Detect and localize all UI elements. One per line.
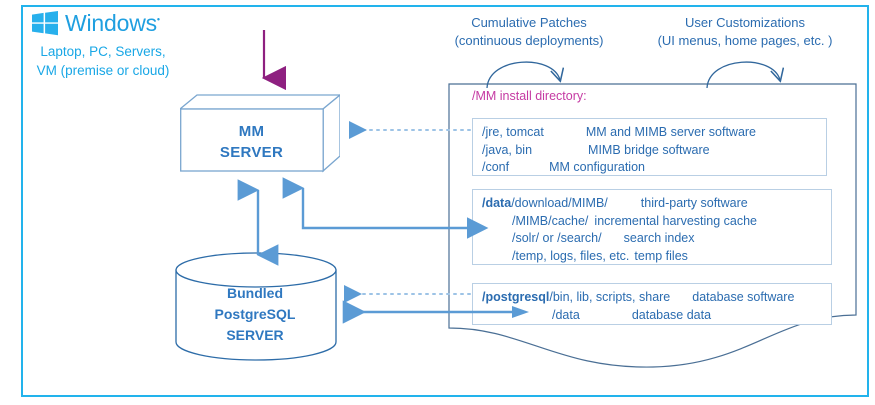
dir-desc: third-party software bbox=[640, 196, 748, 210]
annotation-user-customizations: User Customizations (UI menus, home page… bbox=[650, 14, 840, 50]
dir-desc: temp files bbox=[634, 248, 688, 263]
dir-row: /MIMB/cache/incremental harvesting cache bbox=[482, 213, 831, 231]
windows-wordmark: Windows• bbox=[65, 10, 160, 37]
annotation-line2: (UI menus, home pages, etc. ) bbox=[657, 33, 833, 48]
dir-desc: MM and MIMB server software bbox=[585, 125, 757, 139]
annotation-line1: Cumulative Patches bbox=[471, 15, 587, 30]
dir-path: /jre, tomcat bbox=[482, 125, 544, 139]
dir-row: /temp, logs, files, etc. temp files bbox=[482, 248, 831, 266]
database-label-line2: PostgreSQL bbox=[214, 306, 296, 322]
dir-path: /solr/ or /search/ bbox=[512, 231, 602, 245]
dir-path: /conf bbox=[482, 160, 510, 174]
mm-server-node: MM SERVER bbox=[178, 93, 342, 183]
outer-frame bbox=[21, 5, 869, 397]
dir-prefix: /postgresql bbox=[482, 290, 550, 304]
dir-row: /jre, tomcat MM and MIMB server software bbox=[482, 124, 826, 142]
database-label-line3: SERVER bbox=[226, 327, 284, 343]
dir-row: /conf MM configuration bbox=[482, 159, 826, 177]
dir-desc: MM configuration bbox=[549, 160, 645, 174]
dir-desc: database software bbox=[692, 290, 795, 304]
panel-title: /MM install directory: bbox=[472, 89, 587, 103]
dir-path: /download/MIMB/ bbox=[511, 196, 608, 210]
data-block: /data/download/MIMB/third-party software… bbox=[472, 189, 832, 265]
annotation-line2: (continuous deployments) bbox=[454, 33, 604, 48]
platform-subtitle-line2: VM (premise or cloud) bbox=[36, 63, 170, 78]
mm-server-label-line1: MM bbox=[238, 123, 265, 140]
database-node: Bundled PostgreSQL SERVER bbox=[175, 252, 337, 361]
dir-desc: incremental harvesting cache bbox=[594, 213, 758, 228]
annotation-cumulative-patches: Cumulative Patches (continuous deploymen… bbox=[434, 14, 624, 50]
annotation-line1: User Customizations bbox=[685, 15, 805, 30]
mm-server-label: MM SERVER bbox=[180, 121, 323, 163]
windows-logo-icon bbox=[32, 11, 58, 36]
windows-name: Windows bbox=[65, 10, 157, 36]
dir-desc: database data bbox=[631, 307, 712, 322]
trademark-symbol: • bbox=[156, 14, 160, 25]
dir-path: /java, bin bbox=[482, 142, 533, 157]
dir-row: /data database data bbox=[482, 307, 831, 325]
dir-path: /data bbox=[552, 307, 580, 322]
dir-row: /java, bin MIMB bridge software bbox=[482, 142, 826, 160]
dir-row: /solr/ or /search/search index bbox=[482, 230, 831, 248]
dir-path: /temp, logs, files, etc. bbox=[512, 248, 630, 263]
dir-prefix: /data bbox=[482, 196, 512, 210]
database-label: Bundled PostgreSQL SERVER bbox=[175, 283, 335, 346]
dir-desc: MIMB bridge software bbox=[588, 142, 710, 157]
postgresql-block: /postgresql/bin, lib, scripts, share data… bbox=[472, 283, 832, 325]
dir-path: /bin, lib, scripts, share bbox=[549, 290, 671, 304]
platform-subtitle-line1: Laptop, PC, Servers, bbox=[40, 44, 166, 59]
dir-row: /data/download/MIMB/third-party software bbox=[482, 195, 831, 213]
platform-subtitle: Laptop, PC, Servers, VM (premise or clou… bbox=[18, 42, 188, 80]
dir-desc: search index bbox=[623, 231, 695, 245]
mm-server-label-line2: SERVER bbox=[219, 144, 284, 161]
dir-path: /MIMB/cache/ bbox=[512, 213, 589, 228]
database-label-line1: Bundled bbox=[227, 285, 283, 301]
dir-row: /postgresql/bin, lib, scripts, share data… bbox=[482, 289, 831, 307]
